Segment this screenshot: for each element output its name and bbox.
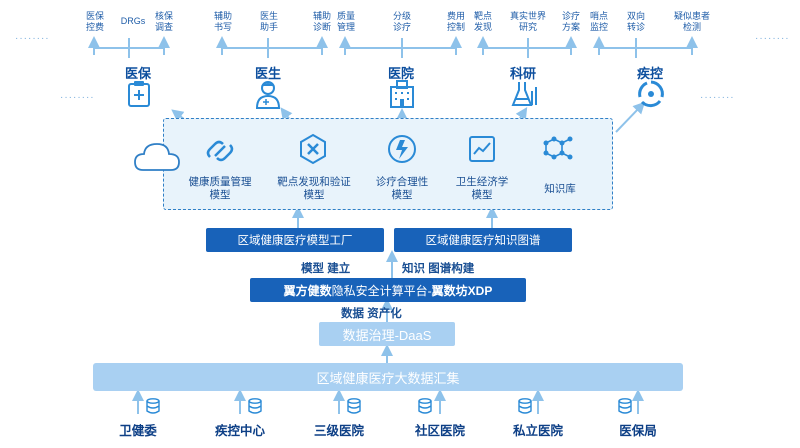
leaf-badianfaxian: 靶点 发现 bbox=[474, 11, 493, 32]
model-badianfaxianyanzheng-label: 靶点发现和验证 模型 bbox=[277, 176, 351, 201]
category-yiyuan-label: 医院 bbox=[387, 66, 414, 81]
model-zhishiku-label: 知识库 bbox=[544, 183, 576, 195]
source-yibaoju: 医保局 bbox=[619, 424, 657, 438]
platform-name: 隐私安全计算平台- bbox=[331, 283, 432, 298]
flow-label-model-build: 模型 建立 bbox=[301, 263, 351, 275]
leaf-hebaodiaocha: 核保 调查 bbox=[155, 11, 174, 32]
pulse-circle-icon bbox=[388, 135, 416, 163]
cloud-icon bbox=[134, 143, 180, 171]
flow-label-knowledge-graph: 知识 图谱构建 bbox=[402, 263, 475, 275]
model-panel bbox=[163, 118, 613, 210]
model-weishengjingji-label: 卫生经济学 模型 bbox=[455, 176, 509, 201]
daas-bar: 数据治理-DaaS bbox=[319, 322, 455, 346]
leaf-fenjizhenliao: 分级 诊疗 bbox=[393, 11, 412, 32]
decor-dots-top-right: ········ bbox=[755, 33, 790, 44]
leaf-yisihuanzhe: 疑似患者 检测 bbox=[673, 11, 710, 32]
source-weijianwei: 卫健委 bbox=[119, 424, 157, 438]
platform-bar: 翼方健数 隐私安全计算平台- 翼数坊XDP bbox=[250, 278, 526, 302]
leaf-yibaokongfei: 医保 控费 bbox=[86, 11, 105, 32]
doctor-icon bbox=[255, 81, 281, 109]
virus-cycle-icon bbox=[638, 80, 664, 108]
category-yisheng-label: 医生 bbox=[254, 66, 281, 81]
decor-dots-top-left: ········ bbox=[15, 33, 50, 44]
database-icon bbox=[618, 398, 632, 414]
leaf-zhenliaofangan: 诊疗 方案 bbox=[562, 11, 581, 32]
source-jikongzhongxin: 疾控中心 bbox=[214, 424, 265, 438]
leaf-fuzhuzhenduan: 辅助 诊断 bbox=[313, 11, 332, 32]
decor-dots-mid-left: ········ bbox=[60, 92, 95, 103]
leaf-shuangxiangzhuanzhen: 双向 转诊 bbox=[627, 11, 646, 32]
model-jiankangzhiliang-label: 健康质量管理 模型 bbox=[188, 176, 252, 201]
model-zhenliaoheli-label: 诊疗合理性 模型 bbox=[375, 176, 429, 201]
clipboard-cross-icon bbox=[128, 81, 150, 107]
category-jikong-label: 疾控 bbox=[636, 66, 663, 81]
source-sanjiyiyuan: 三级医院 bbox=[313, 424, 364, 438]
category-yibao-label: 医保 bbox=[124, 66, 151, 81]
flow-label-data-asset: 数据 资产化 bbox=[341, 308, 402, 320]
database-icon bbox=[146, 398, 160, 414]
leaf-zhiliangguanli: 质量 管理 bbox=[337, 11, 356, 32]
flask-icon bbox=[511, 82, 537, 106]
hospital-building-icon bbox=[390, 80, 414, 108]
leaf-shaodianjiankong: 哨点 监控 bbox=[590, 11, 609, 32]
leaf-fuzhushuxie: 辅助 书写 bbox=[214, 11, 233, 32]
decor-dots-mid-right: ········ bbox=[700, 92, 735, 103]
source-siliyiyuan: 私立医院 bbox=[512, 424, 563, 438]
leaf-yishengzhushou: 医生 助手 bbox=[260, 11, 279, 32]
database-icon bbox=[248, 398, 262, 414]
database-icon bbox=[347, 398, 361, 414]
source-shequyiyuan: 社区医院 bbox=[414, 424, 465, 438]
trend-document-icon bbox=[469, 136, 495, 162]
category-keyan-label: 科研 bbox=[509, 66, 536, 81]
platform-brand: 翼方健数 bbox=[283, 283, 332, 298]
network-graph-icon bbox=[543, 136, 573, 160]
leaf-feiyongkongzhi: 费用 控制 bbox=[447, 11, 466, 32]
molecule-box-icon bbox=[300, 133, 326, 165]
data-hub-bar: 区域健康医疗大数据汇集 bbox=[93, 363, 683, 391]
link-chain-icon bbox=[206, 140, 234, 162]
database-icon bbox=[418, 398, 432, 414]
database-icon bbox=[518, 398, 532, 414]
leaf-zhenshishijie: 真实世界 研究 bbox=[509, 11, 546, 32]
model-factory-bar: 区域健康医疗模型工厂 bbox=[206, 228, 384, 252]
knowledge-graph-bar: 区域健康医疗知识图谱 bbox=[394, 228, 572, 252]
leaf-drgs: DRGs bbox=[120, 16, 146, 26]
platform-product: 翼数坊XDP bbox=[431, 283, 493, 298]
